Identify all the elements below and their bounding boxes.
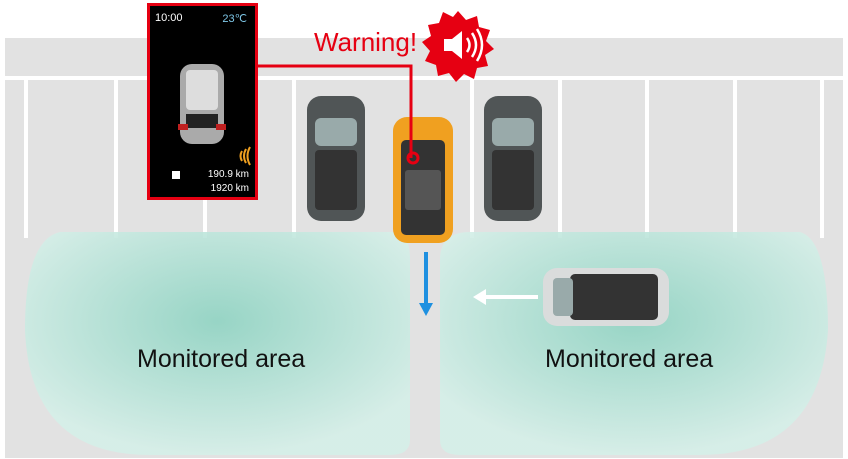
parked-car-left	[307, 96, 365, 221]
temperature: 23℃	[222, 13, 247, 25]
monitored-area-left-label: Monitored area	[137, 345, 306, 373]
parked-car-right	[484, 96, 542, 221]
approach-arrow-icon	[473, 289, 538, 305]
warning-label: Warning!	[314, 27, 418, 57]
warning-connector	[258, 64, 413, 158]
sensor-waves-icon	[239, 146, 251, 166]
ego-car	[393, 117, 453, 243]
reverse-arrow-icon	[419, 252, 433, 316]
speaker-warning-icon	[422, 11, 494, 82]
dashboard-display: 10:00 23℃ 190.9 km 1920 km	[147, 3, 258, 200]
car-rear-view	[172, 64, 251, 179]
clock: 10:00	[155, 12, 183, 24]
monitored-area-right	[440, 232, 828, 455]
approaching-car	[543, 268, 669, 326]
trip-distance: 190.9 km	[207, 169, 249, 180]
monitored-area-left	[25, 232, 410, 455]
range: 1920 km	[210, 183, 249, 194]
monitored-area-right-label: Monitored area	[545, 345, 714, 373]
